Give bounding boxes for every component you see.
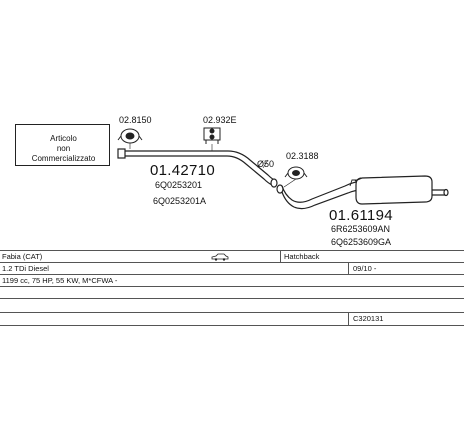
clamp-c-icon (284, 166, 308, 180)
front-pipe-oe2: 6Q0253201A (153, 196, 207, 206)
notice-box: Articolo non Commercializzato (15, 124, 110, 166)
car-body-icon (211, 253, 229, 261)
rear-silencer-number: 01.61194 (329, 207, 393, 224)
vehicle-production: 09/10 - (353, 264, 377, 273)
clamp-a-code: 02.8150 (119, 115, 152, 125)
notice-line-3: Commercializzato (31, 154, 96, 163)
rear-silencer-oe1: 6R6253609AN (331, 224, 391, 234)
notice-line-1: Articolo (50, 134, 77, 143)
vehicle-table: Fabia (CAT) Hatchback 1.2 TDi Diesel 09/… (0, 250, 464, 326)
front-pipe-number: 01.42710 (150, 162, 215, 179)
front-pipe (117, 148, 278, 188)
rear-silencer-oe2: 6Q6253609GA (331, 237, 392, 247)
vehicle-model: Fabia (CAT) (2, 252, 43, 261)
exhaust-drawing (117, 127, 449, 210)
clamp-c-code: 02.3188 (286, 151, 319, 161)
catalog-code: C320131 (353, 314, 384, 323)
hanger-b-icon (203, 127, 221, 144)
front-pipe-oe1: 6Q0253201 (155, 180, 203, 190)
notice-line-2: non (56, 144, 71, 153)
hanger-b-code: 02.932E (203, 115, 237, 125)
rear-silencer (276, 175, 449, 210)
clamp-a-icon (117, 128, 143, 144)
leader-lines (129, 143, 297, 188)
vehicle-specs: 1199 cc, 75 HP, 55 KW, M*CFWA - (2, 276, 118, 285)
vehicle-body: Hatchback (284, 252, 320, 261)
pipe-diameter: Ø50 (257, 159, 275, 169)
vehicle-engine: 1.2 TDi Diesel (2, 264, 49, 273)
